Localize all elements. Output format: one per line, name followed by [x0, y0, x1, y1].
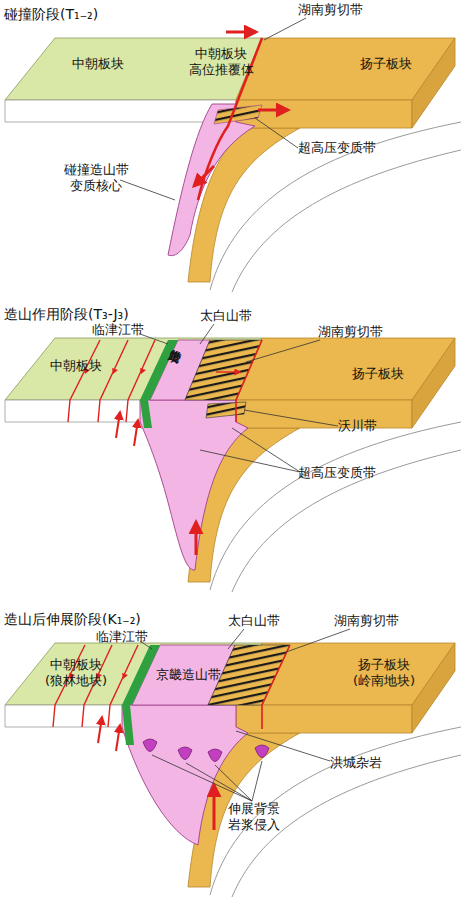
- zone-label: 临津江带: [96, 629, 148, 645]
- leader-line: [236, 731, 330, 761]
- leader-line: [200, 324, 214, 344]
- motion-arrow: [258, 109, 288, 112]
- zone-label: 超高压变质带: [298, 140, 376, 156]
- orogen-root: [140, 400, 248, 570]
- leader-line: [120, 180, 175, 200]
- plate-label: 扬子板块 (岭南地块): [340, 657, 428, 689]
- magma-intrusion: [143, 739, 269, 762]
- zone-label: 临津江带: [92, 322, 144, 338]
- plate-label: 中朝板块 高位推覆体: [186, 46, 256, 78]
- plate-block: [5, 338, 461, 592]
- uplift-arrow: [213, 785, 216, 830]
- plate-label: 扬子板块: [352, 366, 404, 382]
- stage-title: 造山作用阶段(T₃-J₃): [4, 306, 129, 322]
- orogeny-panel: [5, 324, 461, 592]
- motion-arrow: [216, 371, 240, 372]
- leader-line: [264, 18, 306, 40]
- leader-line: [186, 763, 252, 801]
- plate-label: 中朝板块: [72, 56, 124, 72]
- plate-block: [5, 38, 461, 292]
- shear-belt: [185, 340, 262, 400]
- motion-arrow: [194, 166, 214, 186]
- leader-line: [215, 765, 252, 801]
- plate-label: 中朝板块: [50, 358, 102, 374]
- imjingang-side: [140, 400, 152, 428]
- leader-line: [228, 629, 244, 649]
- plate-label: 中朝板块 (狼林地块): [34, 657, 118, 689]
- leader-line: [246, 340, 320, 362]
- uplift-arrow: [134, 420, 138, 446]
- stage-title: 碰撞阶段(T₁₋₂): [4, 6, 98, 22]
- metamorphic-core: [168, 104, 255, 256]
- zone-label: 太白山带: [228, 613, 280, 629]
- leader-line: [232, 428, 300, 472]
- leader-line: [152, 755, 252, 801]
- uhp-belt: [214, 105, 262, 124]
- uplift-arrow: [195, 522, 198, 555]
- uplift-arrow: [98, 717, 102, 743]
- shear-zone-line: [236, 340, 262, 422]
- zone-label: 湖南剪切带: [298, 2, 363, 18]
- leader-line: [255, 118, 298, 148]
- zone-label: 洪城杂岩: [330, 755, 382, 771]
- zone-label: 京畿造山带: [156, 667, 221, 683]
- thrust-fault: [68, 340, 155, 422]
- plate-label: 扬子板块: [360, 56, 412, 72]
- uplift-arrow: [116, 725, 120, 751]
- zone-label: 太白山带: [200, 308, 252, 324]
- zone-label: 京畿造山带: [175, 339, 187, 344]
- zone-label: 伸展背景 岩浆侵入: [218, 801, 290, 833]
- stage-title: 造山后伸展阶段(K₁₋₂): [4, 611, 141, 627]
- uplift-arrow: [116, 412, 120, 438]
- zone-label: 沃川带: [338, 418, 377, 434]
- leader-line: [252, 761, 262, 801]
- zone-label: 超高压变质带: [298, 465, 376, 481]
- shear-zone-line: [262, 645, 290, 729]
- leader-line: [278, 629, 350, 655]
- leader-line: [200, 450, 300, 472]
- plate-block: [5, 643, 461, 897]
- zone-label: 湖南剪切带: [318, 324, 383, 340]
- leader-line: [244, 410, 338, 426]
- ogcheon-belt: [206, 402, 246, 418]
- extension-panel: [5, 629, 461, 897]
- imjingang-side: [122, 705, 134, 745]
- zone-label: 湖南剪切带: [334, 613, 399, 629]
- collision-panel: [5, 18, 461, 292]
- zone-label: 碰撞造山带 变质核心: [56, 162, 136, 194]
- leader-line: [140, 334, 168, 344]
- motion-arrow: [226, 31, 256, 34]
